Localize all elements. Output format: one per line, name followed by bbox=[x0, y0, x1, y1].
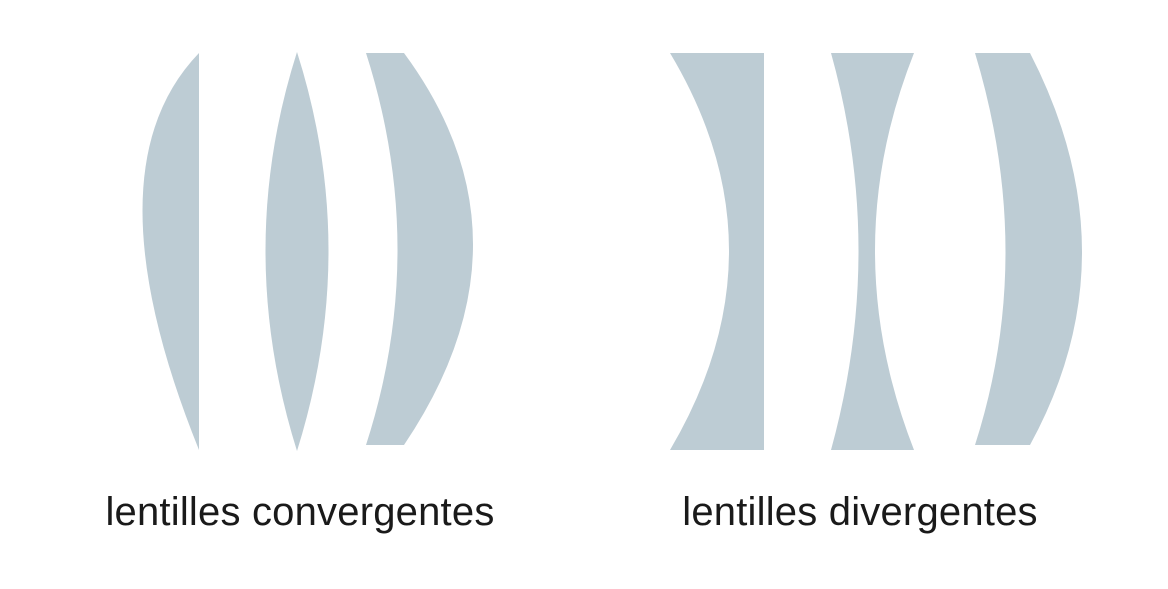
biconcave-lens bbox=[831, 53, 914, 450]
divergent-lenses-label: lentilles divergentes bbox=[682, 490, 1038, 534]
convergent-lenses-label: lentilles convergentes bbox=[105, 490, 495, 534]
convergent-lens-group bbox=[142, 52, 473, 451]
concave-meniscus-lens bbox=[975, 53, 1082, 445]
plano-convex-lens bbox=[142, 53, 199, 450]
divergent-lens-group bbox=[670, 53, 1082, 450]
biconvex-lens bbox=[265, 52, 329, 451]
convex-meniscus-lens bbox=[366, 53, 473, 445]
plano-concave-lens bbox=[670, 53, 764, 450]
